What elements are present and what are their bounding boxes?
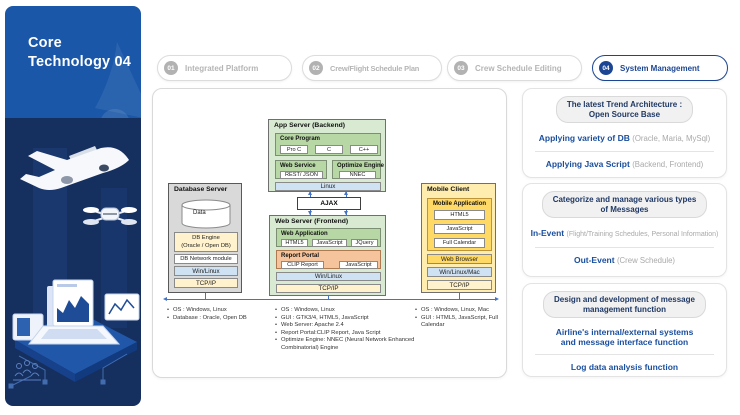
web-application-box: Web Application HTML5 JavaScript JQuery — [276, 228, 381, 247]
web-server-notes: OS : Windows, Linux GUI : GTK3/4, HTML5,… — [275, 307, 425, 353]
panel-item: In-Event (Flight/Training Schedules, Per… — [530, 228, 719, 238]
architecture-diagram-card: Database Server Data DB Engine (Oracle /… — [152, 88, 507, 378]
divider — [535, 354, 714, 355]
tab-label: Integrated Platform — [185, 63, 259, 73]
tech-chip: C++ — [350, 145, 378, 154]
mobile-os-bar: Win/Linux/Mac — [427, 267, 492, 277]
sidebar-illustration-block — [5, 118, 141, 406]
tech-chip: Pro C — [280, 145, 308, 154]
panel-trend-architecture: The latest Trend Architecture : Open Sou… — [522, 88, 727, 178]
panel-item: Applying Java Script (Backend, Frontend) — [545, 159, 704, 169]
data-label: Data — [193, 210, 206, 216]
tech-chip: NNEC — [339, 170, 376, 179]
airplane-icon — [20, 146, 129, 190]
tech-chip: HTML5 — [281, 238, 308, 247]
data-cylinder-icon — [181, 199, 231, 229]
tech-chip: JQuery — [351, 238, 378, 247]
people-icon — [13, 360, 41, 381]
app-os-bar: Linux — [275, 182, 381, 191]
tech-chip: JavaScript — [339, 260, 378, 269]
sidebar-title-block: Core Technology 04 — [5, 6, 141, 118]
divider — [535, 247, 714, 248]
panel-message-types: Categorize and manage various types of M… — [522, 183, 727, 277]
tab-label: Crew/Flight Schedule Plan — [330, 63, 420, 73]
page-title: Core Technology 04 — [28, 35, 132, 70]
tab-number-badge: 02 — [309, 61, 323, 75]
database-server-notes: OS : Windows, Linux Database : Oracle, O… — [167, 307, 273, 322]
tab-number-badge: 04 — [599, 61, 613, 75]
brand-watermark-icon — [95, 42, 141, 118]
report-portal-box: Report Portal CLIP Report JavaScript — [276, 250, 381, 269]
panel-message-management: Design and development of message manage… — [522, 283, 727, 377]
panel-header-pill: The latest Trend Architecture : Open Sou… — [555, 96, 694, 123]
optimize-engine-box: Optimize Engine NNEC — [332, 160, 384, 179]
drone-icon — [83, 207, 137, 225]
database-server-box: Database Server Data DB Engine (Oracle /… — [168, 183, 242, 293]
mobile-client-box: Mobile Client Mobile Application HTML5 J… — [421, 183, 496, 293]
tech-chip: REST/ JSON — [280, 170, 323, 179]
web-browser-bar: Web Browser — [427, 254, 492, 264]
web-server-title: Web Server (Frontend) — [275, 218, 349, 225]
tab-number-badge: 01 — [164, 61, 178, 75]
tech-chip: JavaScript — [434, 224, 485, 234]
tab-crew-flight-schedule-plan[interactable]: 02 Crew/Flight Schedule Plan — [302, 55, 442, 81]
web-tcp-bar: TCP/IP — [276, 283, 381, 293]
mobile-application-box: Mobile Application HTML5 JavaScript Full… — [427, 198, 492, 251]
circuit-lines — [8, 353, 128, 389]
chart-screen-icon — [47, 279, 94, 328]
panel-item: Log data analysis function — [570, 362, 679, 372]
tab-integrated-platform[interactable]: 01 Integrated Platform — [157, 55, 292, 81]
db-os-bar: Win/Linux — [174, 266, 238, 276]
database-server-title: Database Server — [174, 186, 228, 193]
tab-label: Crew Schedule Editing — [475, 63, 562, 73]
aviation-illustration — [8, 146, 140, 389]
ajax-box: AJAX — [297, 197, 361, 210]
app-server-title: App Server (Backend) — [274, 122, 346, 129]
tech-chip: C — [315, 145, 343, 154]
tech-chip: CLIP Report — [281, 260, 324, 269]
core-program-box: Core Program Pro C C C++ — [275, 133, 381, 156]
tech-chip: HTML5 — [434, 210, 485, 220]
tech-chip: JavaScript — [312, 238, 347, 247]
tab-number-badge: 03 — [454, 61, 468, 75]
mobile-tcp-bar: TCP/IP — [427, 280, 492, 290]
web-service-box: Web Service REST/ JSON — [275, 160, 327, 179]
panel-header-pill: Design and development of message manage… — [543, 291, 706, 318]
tab-crew-schedule-editing[interactable]: 03 Crew Schedule Editing — [447, 55, 582, 81]
db-tcp-bar: TCP/IP — [174, 278, 238, 288]
laptop-icon — [27, 325, 121, 345]
graph-screen-icon — [104, 293, 140, 321]
db-network-module-box: DB Network module — [174, 254, 238, 264]
web-server-box: Web Server (Frontend) Web Application HT… — [269, 215, 386, 296]
panel-item: Applying variety of DB (Oracle, Maria, M… — [538, 133, 711, 143]
divider — [535, 151, 714, 152]
mobile-client-notes: OS : Windows, Linux, Mac GUI : HTML5, Ja… — [415, 307, 505, 330]
app-server-box: App Server (Backend) Core Program Pro C … — [268, 119, 386, 192]
panel-header-pill: Categorize and manage various types of M… — [541, 191, 708, 218]
panel-item: Airline's internal/external systems and … — [555, 327, 694, 347]
tab-system-management[interactable]: 04 System Management — [592, 55, 728, 81]
tech-chip: Full Calendar — [434, 238, 485, 248]
web-os-bar: Win/Linux — [276, 272, 381, 281]
tab-label: System Management — [620, 63, 700, 73]
sidebar: Core Technology 04 — [5, 6, 141, 406]
panel-item: Out-Event (Crew Schedule) — [573, 255, 676, 265]
mobile-client-title: Mobile Client — [427, 186, 470, 193]
db-engine-box: DB Engine (Oracle / Open DB) — [174, 232, 238, 252]
